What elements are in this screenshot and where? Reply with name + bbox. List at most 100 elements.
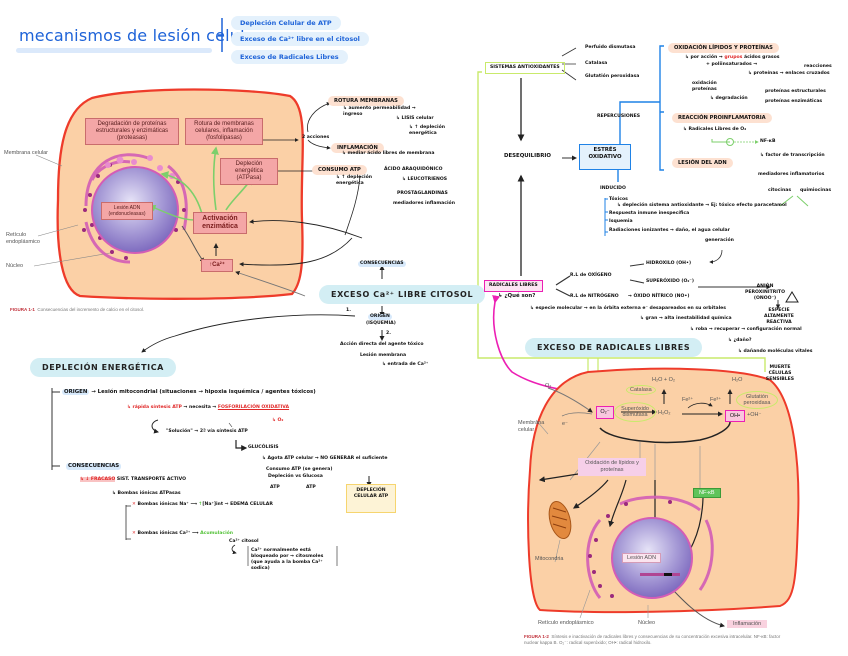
- title-brace: [218, 18, 223, 52]
- note-mediadores: mediadores inflamación: [393, 201, 455, 206]
- generacion-label: generación: [705, 238, 734, 243]
- repercusiones-label: REPERCUSIONES: [597, 114, 641, 119]
- free-radicals-box: RADICALES LIBRES: [484, 280, 543, 292]
- fig2-nfkb-box: NF-κB: [693, 488, 721, 498]
- fig2-oh-radical-box: OH•: [725, 410, 745, 422]
- antioxidant-systems-box: SISTEMAS ANTIOXIDANTES: [485, 62, 565, 74]
- toxicos-sub: ↳ depleción sistema antioxidante → Ej: t…: [617, 203, 787, 208]
- depletion-bracket-text: Ca²⁺ normalmente está bloqueado por → ci…: [251, 548, 324, 571]
- reaccion-sub: ↳ Radicales Libres de O₂: [683, 127, 747, 132]
- er-2-dots: [588, 500, 672, 598]
- fig2-membrane-label: Membrana celular: [518, 420, 545, 433]
- page-title: mecanismos de lesión celular: [19, 26, 262, 45]
- rl-nitrogeno: R.L de NITRÓGENO: [570, 294, 619, 299]
- fig2-h2o-o2: H₂O + O₂: [652, 377, 676, 383]
- note-consecuencias: CONSECUENCIAS: [358, 261, 406, 267]
- note-rotura-sub2: ↳ LISIS celular: [396, 116, 434, 121]
- cross-icon: ✕: [132, 531, 136, 536]
- fig2-oxidation-box: Oxidación de lípidos y proteínas: [578, 458, 646, 476]
- note-leucotrienos: ↳ LEUCOTRIENOS: [402, 177, 448, 182]
- oxid-sub3: ↳ proteínas → enlaces cruzados: [748, 71, 830, 76]
- fig2-oh-minus: +OH⁻: [747, 412, 762, 418]
- antioxidant-item: Glutatión peroxidasa: [585, 74, 640, 79]
- er-2: [586, 495, 714, 599]
- label-er: Retículo endoplásmico: [6, 232, 40, 245]
- box-membrane-rupture: Rotura de membranas celulares, inflamaci…: [185, 118, 263, 145]
- muerte-label: MUERTE CÉLULAS SENSIBLES: [765, 365, 795, 382]
- depletion-note4: ATP: [306, 485, 316, 490]
- citocinas-label: citocinas: [768, 188, 792, 193]
- note-step1: 1.: [346, 308, 351, 313]
- oxidative-stress-box: ESTRÉS OXIDATIVO: [579, 144, 631, 170]
- yellow-green-frame: [477, 71, 766, 372]
- depletion-consecuencias: CONSECUENCIAS: [66, 463, 122, 470]
- depletion-ox-mark: ↳ O₂: [272, 418, 284, 423]
- calcium-excess-title: EXCESO Ca²⁺ LIBRE CITOSOL: [319, 285, 486, 304]
- oxid-sub2b: reacciones: [804, 64, 832, 69]
- fig2-er-label: Retículo endoplásmico: [538, 620, 594, 626]
- cross-icon: ✕: [132, 502, 136, 507]
- note-rotura-sub3: ↳ ↑ depleción energética: [409, 125, 446, 136]
- arrow-up-icon: ↑: [209, 262, 213, 268]
- note-entrada-ca: ↳ entrada de Ca²⁺: [382, 362, 429, 367]
- mitochondrion: [548, 500, 572, 540]
- dna-strand: [640, 573, 680, 576]
- depletion-glucolisis: GLUCÓLISIS: [248, 445, 279, 450]
- note-rotura: ROTURA MEMBRANAS: [328, 96, 404, 106]
- mechanism-calcium: Exceso de Ca²⁺ libre en el citosol: [231, 32, 369, 46]
- dano-label: ↳ ¿daño?: [728, 338, 752, 343]
- desequilibrio-label: DESEQUILIBRIO: [504, 153, 551, 159]
- note-isquemia: (ISQUEMIA): [366, 321, 396, 326]
- factor-label: ↳ factor de transcripción: [760, 153, 825, 158]
- fig2-electron: e⁻: [562, 421, 568, 427]
- er-1-dots: [82, 163, 186, 260]
- depletion-bombas: ↳ Bombas iónicas ATPasas: [112, 491, 181, 496]
- isquemia-label: Isquemia: [609, 219, 633, 224]
- fig2-h2o2: H₂O₂: [658, 410, 671, 416]
- note-two-actions: 2 acciones: [302, 135, 330, 140]
- danando-label: ↳ dañando moléculas vitales: [738, 349, 813, 354]
- prot-enz: proteínas enzimáticas: [765, 99, 823, 104]
- warning-icon: [785, 291, 799, 303]
- fig2-sod: Superóxido dismutasa: [614, 402, 656, 422]
- antioxidant-item: Catalasa: [585, 61, 608, 66]
- er-1-blobs: [105, 155, 175, 179]
- radiaciones-label: Radiaciones ionizantes → daño, el agua c…: [609, 228, 730, 233]
- fig2-dna-box: Lesión ADN: [622, 553, 662, 563]
- dna-damage-pill: LESIÓN DEL ADN: [672, 158, 733, 168]
- fig2-superoxide-box: O₂⁻: [596, 406, 614, 419]
- label-nucleus: Núcleo: [6, 263, 24, 269]
- figure2-caption: FIGURA 1-2 Síntesis e inactivación de ra…: [524, 634, 781, 645]
- mediadores-label: mediadores inflamatorios: [758, 172, 825, 177]
- respuesta-label: Respuesta inmune inespecífica: [609, 211, 690, 216]
- fig2-catalasa: Catalasa: [626, 385, 656, 395]
- depletion-fracaso: ↳ ↓ FRACASO SIST. TRANSPORTE ACTIVO: [80, 477, 186, 482]
- box-calcium: ↑Ca²⁺: [201, 259, 233, 272]
- quimiocinas-label: quimiocinas: [800, 188, 832, 193]
- inducido-label: INDUCIDO: [600, 186, 626, 191]
- depletion-agota: ↳ Agota ATP celular → NO GENERAR el sufi…: [262, 456, 388, 461]
- toxicos-label: Tóxicos: [609, 197, 628, 202]
- oxid-sub5: ↳ degradación: [710, 96, 748, 101]
- note-consumo-sub: ↳ ↑ depleción energética: [336, 175, 373, 186]
- fig2-o2: O₂: [545, 383, 552, 389]
- note-prostaglandinas: PROSTAGLANDINAS: [397, 191, 448, 196]
- depletion-note3: ATP: [270, 485, 280, 490]
- note-accion: Acción directa del agente tóxico: [340, 342, 424, 347]
- fig2-h2o: H₂O: [732, 377, 743, 383]
- fig2-inflammation-box: Inflamación: [727, 620, 768, 628]
- depletion-result-box: DEPLECIÓN CELULAR ATP: [346, 484, 396, 513]
- depletion-origen: ORIGEN → Lesión mitocondrial (situacione…: [62, 389, 316, 395]
- depletion-bomba-ca: ✕ Bombas iónicas Ca²⁺ ⟶ Acumulación: [132, 531, 234, 536]
- box-enzyme-activation: Activación enzimática: [193, 212, 247, 234]
- depletion-rapid: ↳ rápida síntesis ATP → necesita → FOSFO…: [127, 405, 290, 410]
- box-protein-degradation: Degradación de proteínas estructurales y…: [85, 118, 179, 145]
- note-step2: 2.: [386, 331, 391, 336]
- note-lesion-membrana: Lesión membrana: [360, 353, 407, 358]
- fig2-nucleus-label: Núcleo: [638, 620, 656, 626]
- depletion-solucion: "Solución" → 2ª vía síntesis ATP: [166, 429, 248, 434]
- depletion-bomba-na: ✕ Bombas iónicas Na⁺ ⟶ ↑[Na⁺]int ⇒ EDEMA…: [132, 502, 273, 507]
- title-highlight: [16, 48, 212, 53]
- note-rotura-sub1: ↳ aumento permeabilidad → ingreso: [343, 106, 416, 117]
- hidroxilo: HIDROXILO (OH•): [646, 261, 692, 266]
